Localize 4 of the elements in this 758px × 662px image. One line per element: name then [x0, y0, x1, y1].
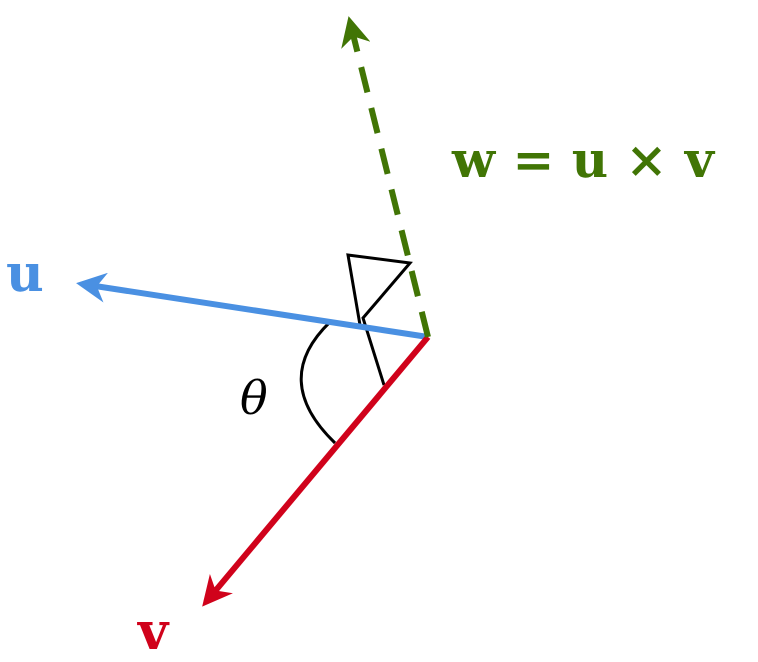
- vector-label: v: [138, 606, 168, 658]
- vector-label: u: [6, 248, 44, 300]
- angle-label: θ: [240, 375, 268, 421]
- equation-label: w = u × v: [452, 135, 714, 185]
